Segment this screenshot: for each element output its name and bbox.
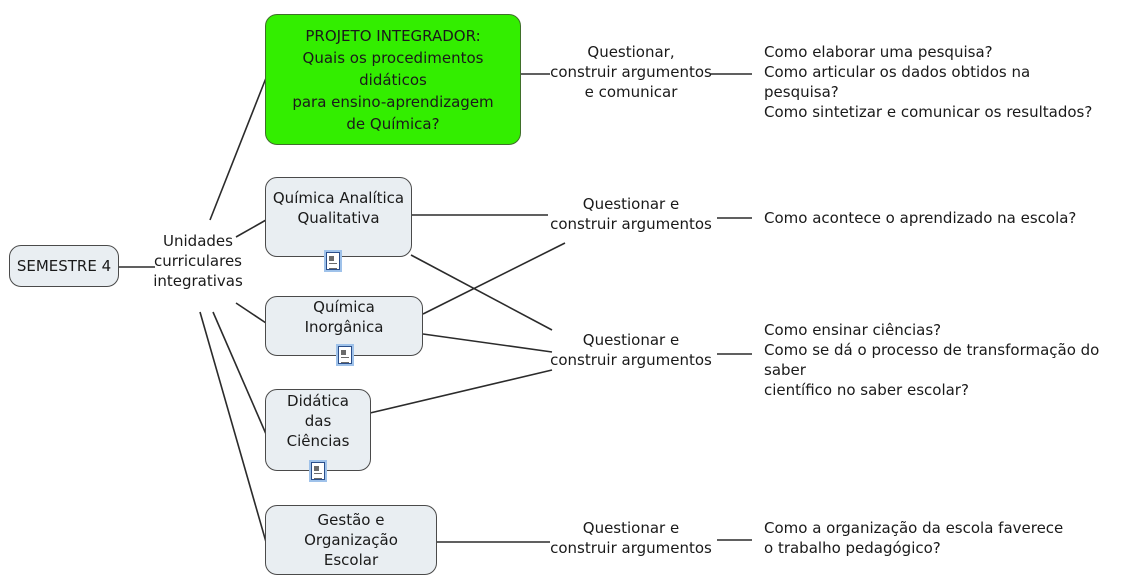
gestao-organizacao-node[interactable]: Gestão e Organização Escolar <box>265 505 437 575</box>
question-text: Como acontece o aprendizado na escola? <box>764 209 1077 227</box>
didatica-ciencias-node[interactable]: Didática das Ciências <box>265 389 371 471</box>
competency-label: Questionar, construir argumentos e comun… <box>550 43 712 101</box>
connector-inorganica-comp3 <box>422 333 553 353</box>
projeto-integrador-node[interactable]: PROJETO INTEGRADOR: Quais os procediment… <box>265 14 521 145</box>
question-text: Como ensinar ciências? Como se dá o proc… <box>764 321 1100 399</box>
question-text: Como elaborar uma pesquisa? Como articul… <box>764 43 1093 121</box>
competency-label: Questionar e construir argumentos <box>550 519 712 557</box>
didatica-ciencias-label: Didática das Ciências <box>286 392 350 450</box>
quimica-inorganica-label: Química Inorgânica <box>304 298 384 336</box>
connector-hub-analitica <box>235 219 267 238</box>
connector-hub-projeto <box>209 77 267 221</box>
connector-inorganica-comp2 <box>422 242 566 315</box>
gestao-organizacao-label: Gestão e Organização Escolar <box>304 511 398 569</box>
connector-hub-gestao <box>199 311 267 543</box>
connector-hub-didatica <box>212 311 267 435</box>
hub-label: Unidades curriculares integrativas <box>153 232 243 290</box>
quimica-analitica-node[interactable]: Química Analítica Qualitativa <box>265 177 412 257</box>
quimica-analitica-label: Química Analítica Qualitativa <box>272 189 405 227</box>
projeto-integrador-label: PROJETO INTEGRADOR: Quais os procediment… <box>292 26 494 133</box>
competency-label: Questionar e construir argumentos <box>550 195 712 233</box>
competency-label: Questionar e construir argumentos <box>550 331 712 369</box>
connector-didatica-comp3 <box>369 369 553 414</box>
document-resource-icon[interactable] <box>326 252 340 270</box>
connector-hub-inorganica <box>235 302 267 324</box>
document-resource-icon[interactable] <box>311 462 325 480</box>
root-node-label: SEMESTRE 4 <box>16 257 112 275</box>
document-resource-icon[interactable] <box>338 346 352 364</box>
question-text: Como a organização da escola faverece o … <box>764 519 1064 557</box>
connector-analitica-comp3 <box>410 254 553 331</box>
root-node-semestre[interactable]: SEMESTRE 4 <box>9 245 119 287</box>
